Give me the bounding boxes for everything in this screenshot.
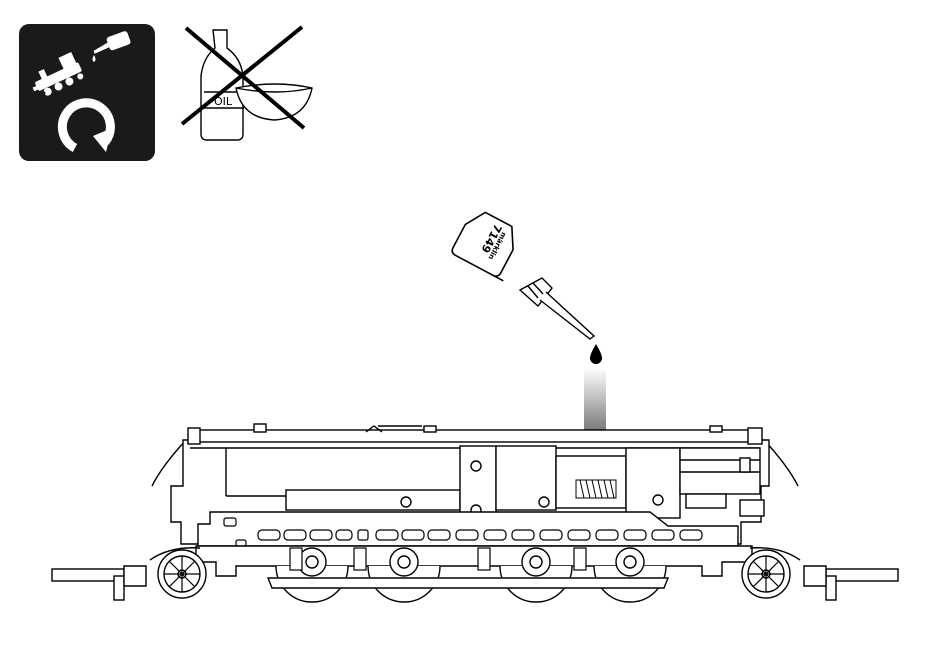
no-household-oil-icon: OIL <box>182 27 312 140</box>
oiler-nozzle <box>520 278 594 339</box>
locomotive-oiling-cycle-icon <box>19 24 155 161</box>
locomotive-chassis-icon <box>52 424 898 602</box>
oil-dispenser-icon: märklin 7149 <box>450 207 527 281</box>
oil-drop-icon <box>590 344 602 364</box>
